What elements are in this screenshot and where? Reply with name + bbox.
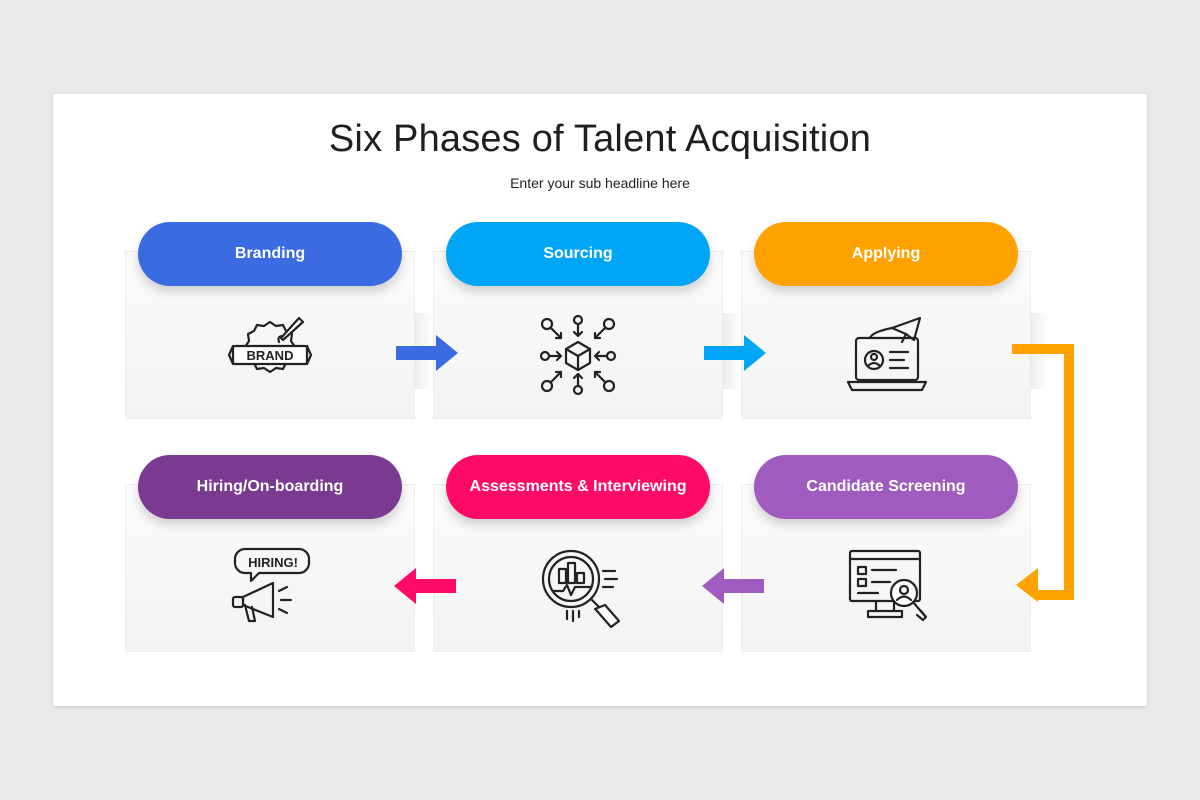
arrow-connector-icon — [1012, 344, 1074, 602]
arrow-right-icon — [396, 335, 458, 371]
phase-pill-sourcing: Sourcing — [446, 222, 710, 286]
brand-badge-icon: BRAND — [225, 308, 315, 398]
phase-pill-applying: Applying — [754, 222, 1018, 286]
arrow-left-icon — [394, 568, 456, 604]
phase-pill-hiring: Hiring/On-boarding — [138, 455, 402, 519]
arrow-right-icon — [704, 335, 766, 371]
laptop-application-icon — [842, 310, 932, 400]
phase-pill-assessments: Assessments & Interviewing — [446, 455, 710, 519]
phase-pill-branding: Branding — [138, 222, 402, 286]
magnifier-chart-icon — [533, 543, 623, 633]
brand-badge-text: BRAND — [247, 348, 294, 363]
screening-monitor-icon — [842, 543, 932, 633]
phase-pill-screening: Candidate Screening — [754, 455, 1018, 519]
hiring-bubble-text: HIRING! — [248, 555, 298, 570]
sourcing-network-icon — [533, 310, 623, 400]
page-subtitle: Enter your sub headline here — [510, 175, 690, 191]
arrow-left-icon — [702, 568, 764, 604]
megaphone-hiring-icon: HIRING! — [225, 543, 315, 633]
page-title: Six Phases of Talent Acquisition — [328, 118, 872, 160]
